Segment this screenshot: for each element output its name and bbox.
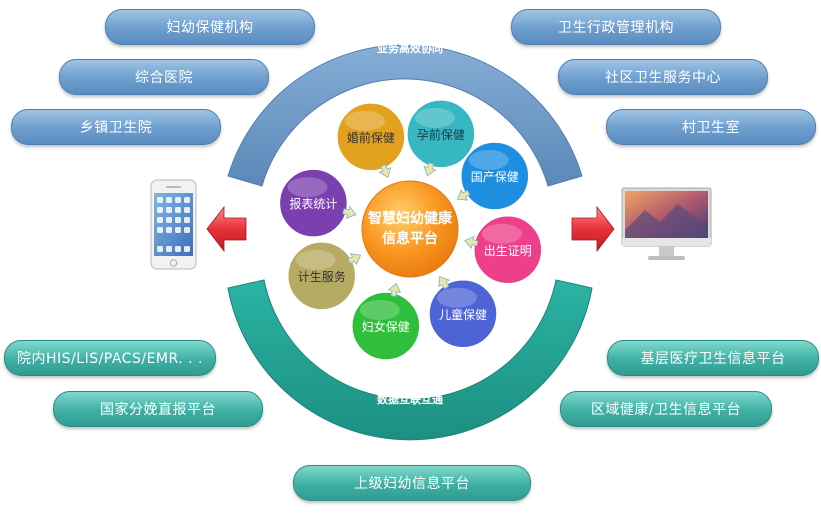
top-arc-label: 业务高效协同: [377, 41, 443, 55]
service-funv-highlight: [359, 300, 400, 320]
top-arc: [227, 44, 583, 187]
service-ertong-arrow-icon: [438, 275, 450, 290]
pill-hospital-systems: 院内HIS/LIS/PACS/EMR. . .: [4, 340, 216, 376]
pill-primary-care-platform: 基层医疗卫生信息平台: [607, 340, 819, 376]
service-ertong-label: 儿童保健: [439, 307, 487, 322]
pill-community-health-center: 社区卫生服务中心: [558, 59, 768, 95]
service-hunqian-arrow-icon: [378, 163, 392, 179]
pill-general-hospital: 综合医院: [59, 59, 269, 95]
pill-regional-health-platform: 区域健康/卫生信息平台: [560, 391, 772, 427]
service-funv-circle: [351, 291, 421, 361]
service-chanqian-arrow-icon: [456, 189, 471, 201]
service-jisheng-circle: [286, 241, 357, 311]
service-baobiao-highlight: [287, 177, 328, 198]
bottom-arc: [227, 279, 593, 441]
service-yunqian-highlight: [414, 107, 455, 128]
service-chusheng-highlight: [481, 223, 522, 244]
service-funv-label: 妇女保健: [362, 319, 410, 334]
service-ertong-highlight: [437, 287, 477, 308]
service-yunqian-label: 孕前保健: [417, 127, 465, 142]
service-hunqian-label: 婚前保健: [347, 130, 395, 145]
service-yunqian-circle: [406, 99, 476, 169]
pill-village-clinic: 村卫生室: [606, 109, 816, 145]
service-hunqian-circle: [336, 102, 406, 172]
service-chusheng-circle: [473, 215, 543, 285]
service-baobiao-arrow-icon: [342, 205, 357, 219]
service-chanqian-highlight: [468, 150, 509, 170]
service-yunqian-arrow-icon: [423, 162, 437, 177]
center-title-line2: 信息平台: [382, 230, 438, 247]
service-chusheng-arrow-icon: [464, 235, 479, 250]
pill-national-birth-platform: 国家分娩直报平台: [53, 391, 263, 427]
service-baobiao-circle: [278, 168, 349, 238]
center-title-line1: 智慧妇幼健康: [367, 210, 453, 227]
service-jisheng-highlight: [295, 249, 336, 270]
bottom-arc-label: 数据互联互通: [377, 392, 443, 406]
service-funv-arrow-icon: [387, 282, 402, 298]
service-jisheng-label: 计生服务: [298, 269, 346, 284]
right-red-arrow: [571, 205, 615, 253]
service-chanqian-circle: [460, 141, 530, 211]
pill-superior-maternal-platform: 上级妇幼信息平台: [293, 465, 531, 501]
service-hunqian-highlight: [344, 110, 385, 131]
smartphone-icon: [150, 179, 197, 270]
center-circle: [361, 180, 459, 278]
service-chusheng-label: 出生证明: [484, 244, 532, 258]
pill-maternal-child-institution: 妇幼保健机构: [105, 9, 315, 45]
service-ertong-circle: [428, 279, 498, 349]
pill-township-health-center: 乡镇卫生院: [11, 109, 221, 145]
service-jisheng-arrow-icon: [347, 253, 362, 266]
service-baobiao-label: 报表统计: [289, 196, 337, 211]
desktop-computer-icon: [621, 187, 712, 260]
service-chanqian-label: 国产保健: [471, 170, 519, 184]
left-red-arrow: [206, 205, 247, 253]
pill-health-admin-institution: 卫生行政管理机构: [511, 9, 721, 45]
